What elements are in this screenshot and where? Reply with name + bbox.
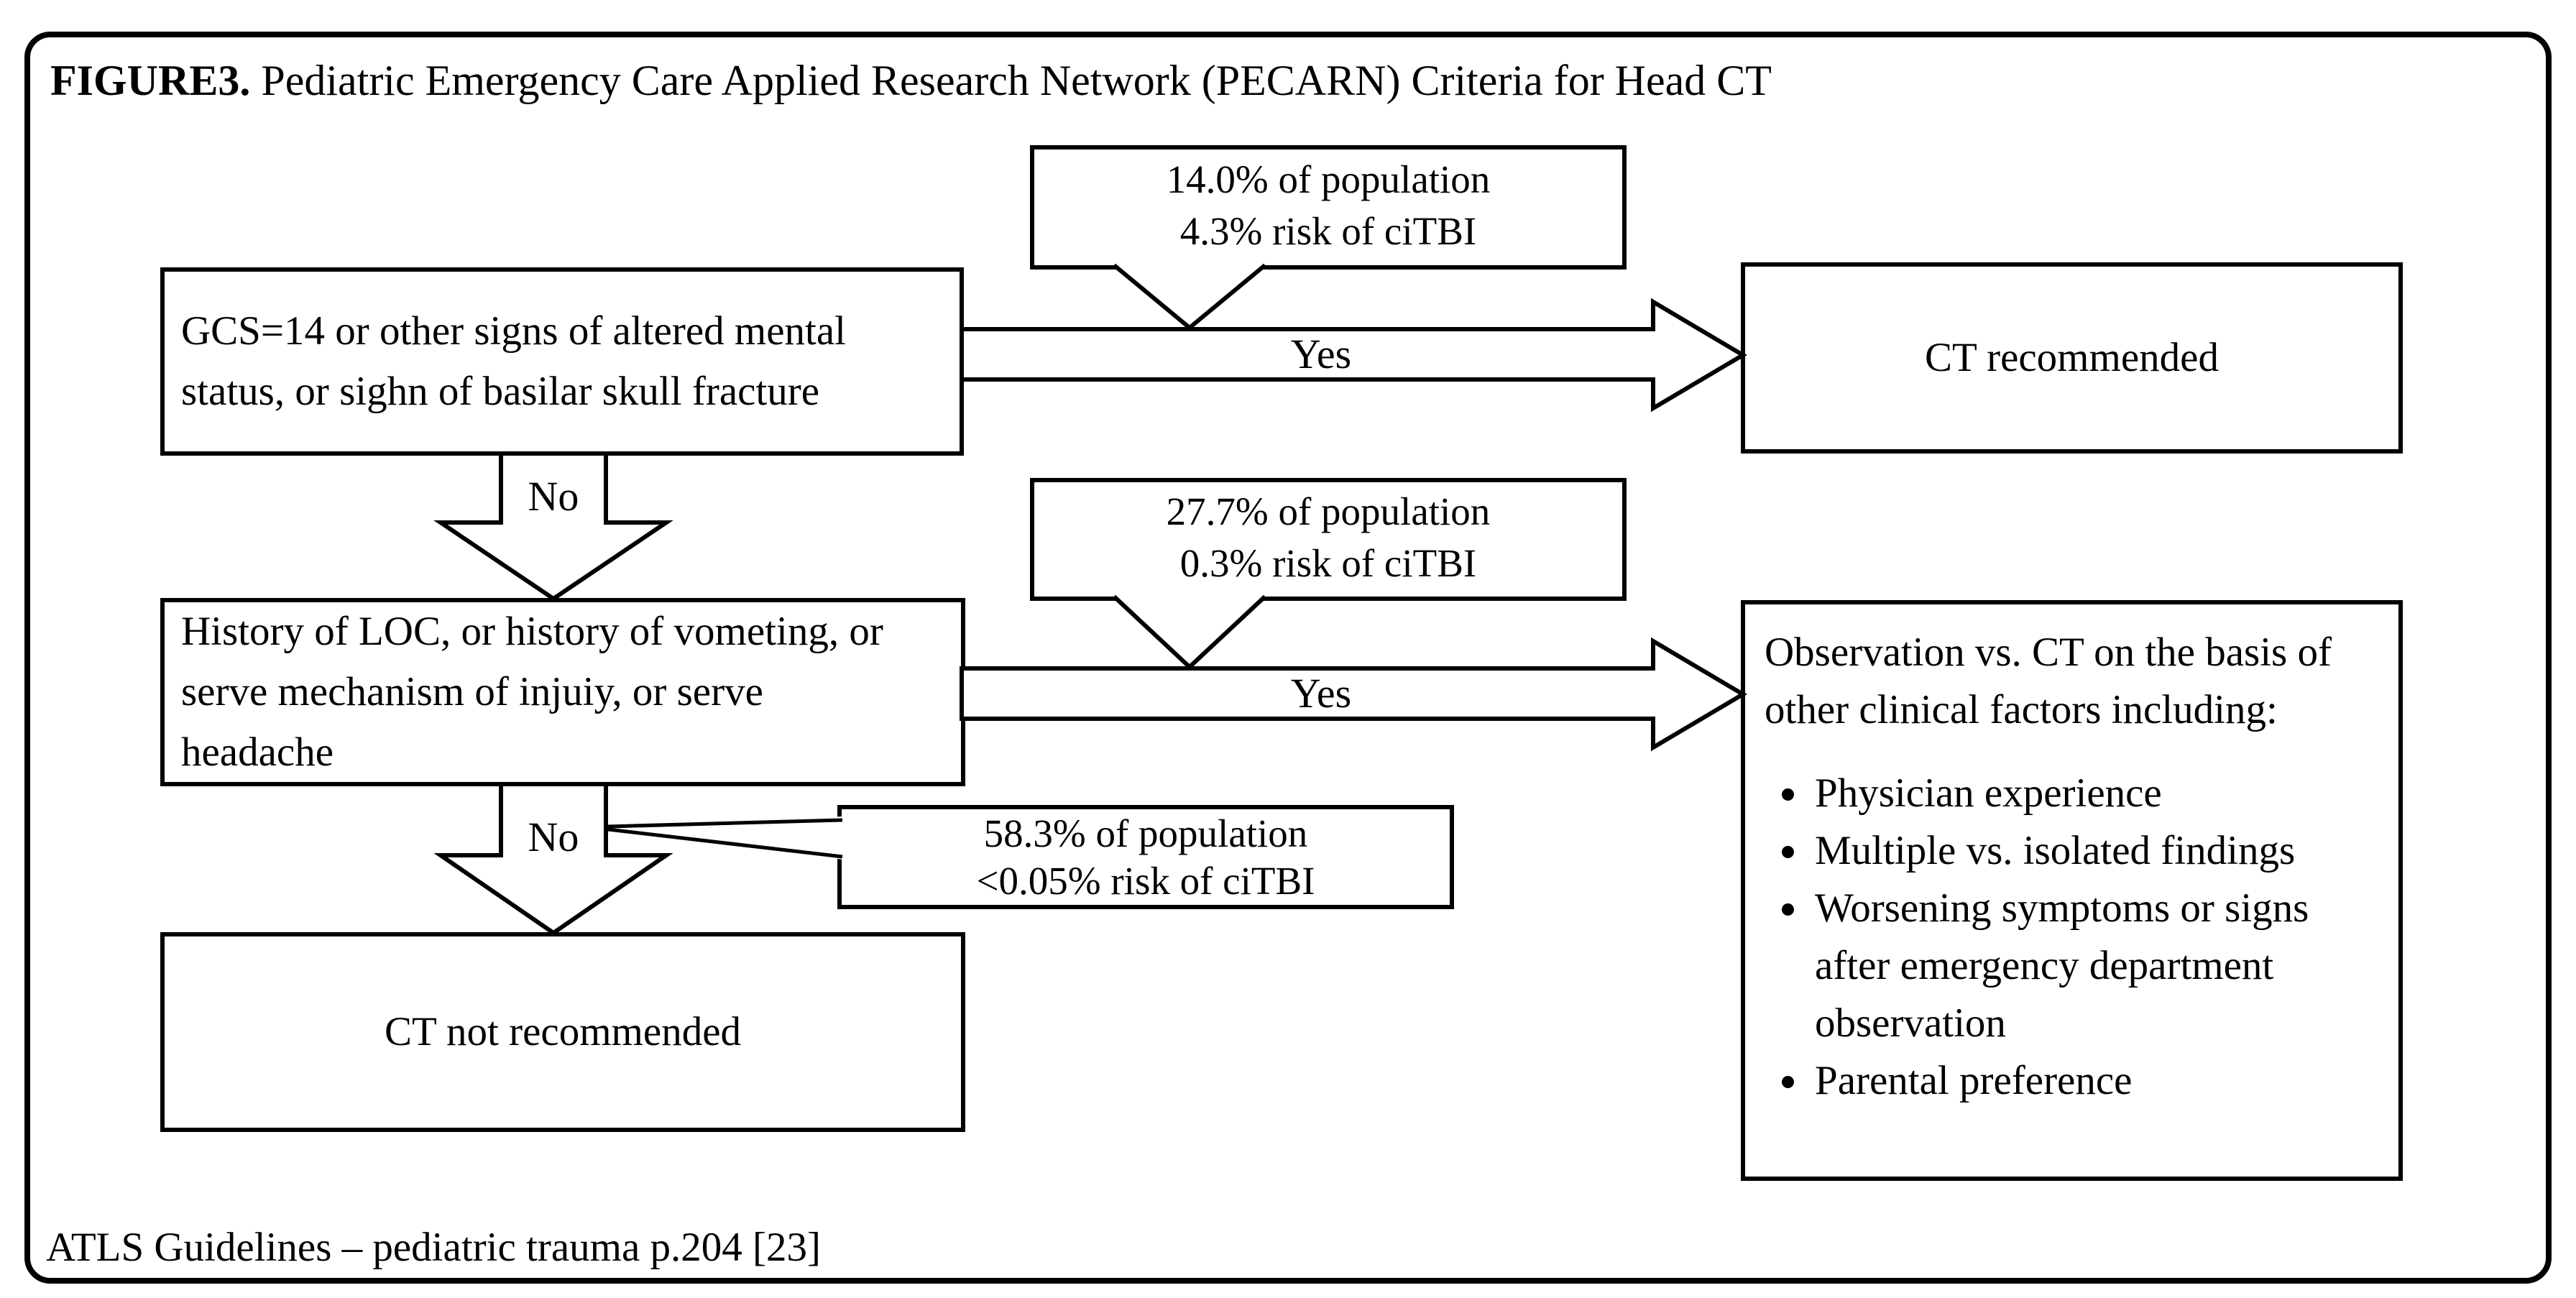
yes-arrow-1: [960, 298, 1747, 413]
decision2-box: [160, 598, 965, 786]
callout3-line1: 58.3% of population: [983, 811, 1308, 855]
no-arrow-1: [433, 451, 673, 602]
yes1-label: Yes: [1290, 331, 1352, 377]
callout2-text: 27.7% of population 0.3% risk of ciTBI: [1032, 480, 1624, 595]
ct-not-recommended-text: CT not recommended: [385, 1009, 741, 1054]
figure-title-label: FIGURE3.: [50, 57, 251, 104]
observation-text: Observation vs. CT on the basis of other…: [1765, 624, 2381, 1110]
callout1-pointer-left-edge: [1113, 263, 1191, 330]
no-arrow-2: [433, 782, 673, 936]
decision1-box: [160, 267, 964, 456]
callout2-pointer-left-edge: [1112, 594, 1192, 669]
callout3-text: 58.3% of population <0.05% risk of ciTBI: [840, 807, 1452, 907]
observation-bullet: Parental preference: [1811, 1052, 2381, 1110]
callout3-line2: <0.05% risk of ciTBI: [976, 858, 1315, 903]
figure-title: FIGURE3. Pediatric Emergency Care Applie…: [50, 55, 1772, 106]
callout1-line1: 14.0% of population: [1166, 157, 1491, 201]
callout1-pointer-right-edge: [1188, 263, 1266, 330]
decision2-text: History of LOC, or history of vometing, …: [181, 609, 883, 775]
decision1-text: GCS=14 or other signs of altered mental …: [181, 308, 846, 414]
callout2-line2: 0.3% risk of ciTBI: [1179, 541, 1477, 585]
callout2-line1: 27.7% of population: [1166, 489, 1491, 533]
callout3-pointer-bottom-edge: [607, 827, 843, 859]
no2-label: No: [528, 814, 579, 860]
ct-recommended-box: [1741, 262, 2403, 454]
callout2-pointer: [1112, 593, 1267, 667]
observation-box: [1741, 600, 2403, 1181]
observation-bullet: Worsening symptoms or signs after emerge…: [1811, 880, 2381, 1052]
observation-bullet: Multiple vs. isolated findings: [1811, 822, 2381, 880]
callout1-text: 14.0% of population 4.3% risk of ciTBI: [1032, 147, 1624, 264]
ct-not-recommended-box: [160, 932, 965, 1132]
no1-label: No: [528, 473, 579, 520]
figure-citation: ATLS Guidelines – pediatric trauma p.204…: [46, 1225, 821, 1270]
yes2-label: Yes: [1290, 670, 1352, 717]
callout3-box: [837, 805, 1454, 909]
callout3-pointer-top-edge: [607, 818, 843, 829]
observation-intro: Observation vs. CT on the basis of other…: [1765, 630, 2332, 732]
callout1-box: [1030, 145, 1627, 270]
ct-recommended-text: CT recommended: [1925, 335, 2219, 380]
yes-arrow-2: [960, 637, 1747, 752]
callout2-pointer-right-edge: [1187, 594, 1267, 669]
callout1-line2: 4.3% risk of ciTBI: [1179, 209, 1477, 253]
figure-title-text: Pediatric Emergency Care Applied Researc…: [250, 57, 1772, 104]
callout2-box: [1030, 478, 1627, 601]
callout1-pointer: [1112, 262, 1267, 328]
observation-bullet: Physician experience: [1811, 765, 2381, 822]
observation-bullet-list: Physician experience Multiple vs. isolat…: [1765, 765, 2381, 1110]
